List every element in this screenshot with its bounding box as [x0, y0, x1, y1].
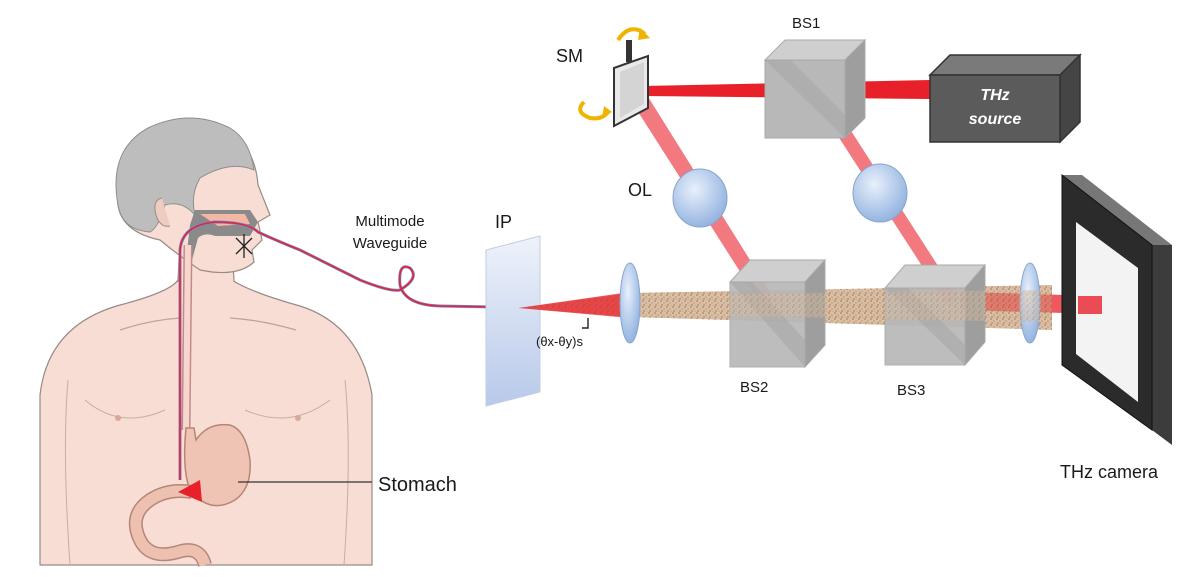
bs2-label: BS2: [740, 379, 768, 396]
thz-source-label-2: source: [969, 111, 1022, 128]
camera-label: THz camera: [1060, 462, 1159, 482]
lens-icon: [619, 262, 641, 344]
angle-label: (θx-θy)s: [536, 334, 583, 349]
human-figure: [39, 117, 373, 568]
scanning-mirror: [613, 40, 649, 128]
object-beam-cone: [518, 292, 630, 318]
multimode-waveguide: [178, 220, 496, 480]
bs3-label: BS3: [897, 382, 925, 399]
bs1-label: BS1: [792, 15, 820, 32]
angle-arrow-icon: [582, 318, 589, 329]
lens-icon: [852, 163, 908, 223]
thz-source-label-1: THz: [980, 87, 1009, 104]
ol-label: OL: [628, 180, 652, 200]
sm-label: SM: [556, 46, 583, 66]
lens-icon: [672, 168, 728, 228]
thz-source-box: THz source: [928, 53, 1082, 144]
waveguide-label-1: Multimode: [355, 213, 424, 230]
beam-splitter-icon: [763, 38, 867, 140]
waveguide-label-2: Waveguide: [353, 235, 428, 252]
rotation-arrow-icon: [578, 27, 650, 121]
ip-label: IP: [495, 212, 512, 232]
stomach-label: Stomach: [378, 474, 457, 496]
camera-icon: [1061, 173, 1172, 445]
imaging-plane: [485, 235, 541, 407]
